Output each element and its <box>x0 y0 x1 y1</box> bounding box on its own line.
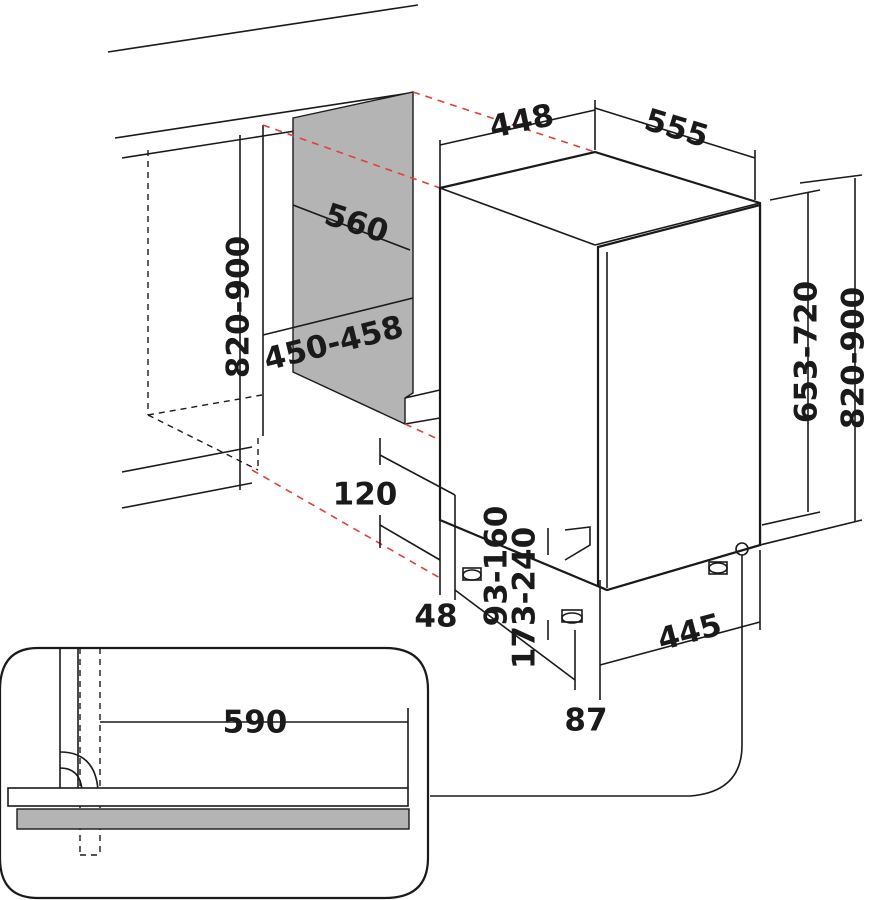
dim-appliance-depth: 555 <box>640 102 712 155</box>
dim-plinth-setback-range: 173-240 <box>507 527 543 669</box>
dim-foot-adjust-range: 93-160 <box>479 506 515 627</box>
dim-appliance-width: 445 <box>654 607 726 659</box>
dim-plinth-height: 120 <box>333 477 398 513</box>
dim-appliance-total-height: 820-900 <box>836 287 870 429</box>
dim-foot-offset: 48 <box>414 599 457 635</box>
door-swing-detail <box>0 646 430 900</box>
dim-door-swing-clearance: 590 <box>223 705 288 741</box>
dishwasher-body <box>438 150 762 624</box>
niche-back-panel <box>292 91 441 426</box>
niche-hidden-edges <box>251 91 596 579</box>
dim-appliance-body-height: 653-720 <box>789 281 825 423</box>
worktop-outline <box>107 4 419 509</box>
dim-niche-depth-top: 448 <box>486 97 557 146</box>
dim-niche-height: 820-900 <box>221 236 257 378</box>
dimension-lines <box>239 100 863 797</box>
dim-door-offset: 87 <box>564 703 607 739</box>
